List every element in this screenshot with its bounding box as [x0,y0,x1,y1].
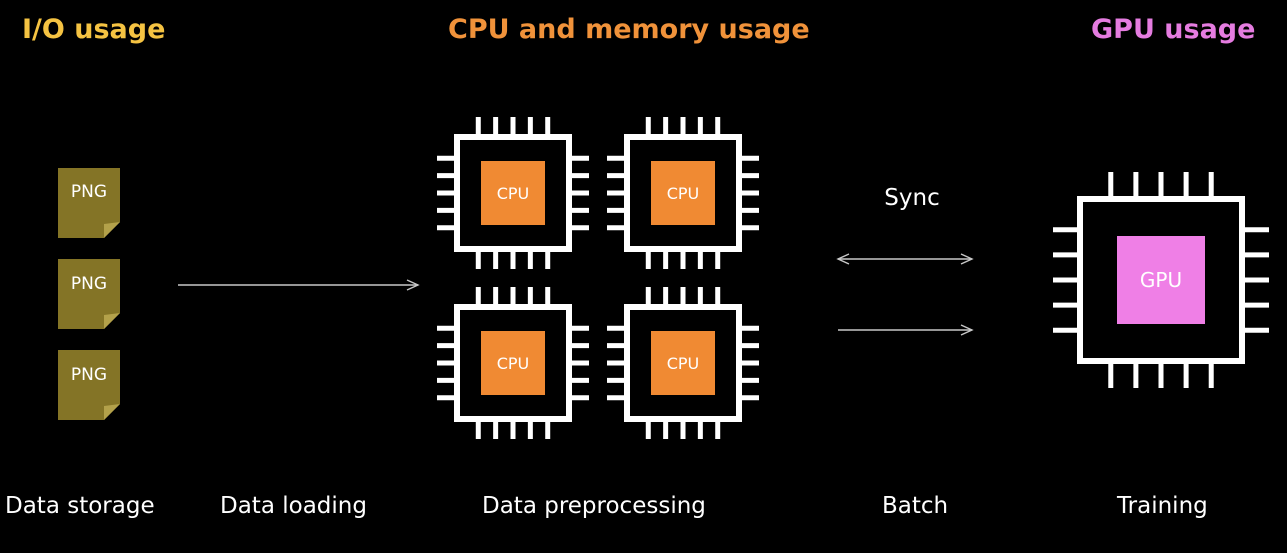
png-file-icon: PNG [58,350,120,420]
chip-label: GPU [1140,268,1182,292]
cpu-grid: CPU CPU CPU CPU [437,117,759,439]
cpu-chip-icon: CPU [607,117,759,269]
cpu-chip-core [481,331,545,395]
stage-data-preprocessing: Data preprocessing [482,493,706,519]
cpu-chip-icon: CPU [607,287,759,439]
gpu-chip-icon: GPU [1053,172,1269,388]
stage-data-storage: Data storage [5,493,155,519]
sync-label: Sync [884,185,939,211]
stage-training: Training [1117,493,1208,519]
png-files: PNG PNG PNG [58,168,120,420]
png-file-icon: PNG [58,259,120,329]
cpu-chip-core [651,161,715,225]
chip-label: CPU [667,354,700,373]
chip-label: CPU [667,184,700,203]
cpu-chip-icon: CPU [437,287,589,439]
png-file-label: PNG [71,182,107,202]
cpu-chip-core [481,161,545,225]
cpu-chip-core [651,331,715,395]
gpu-chip-icon: GPU [1053,172,1269,388]
chip-label: CPU [497,354,530,373]
cpu-chip-icon: CPU [437,117,589,269]
stage-batch: Batch [882,493,949,519]
chip-label: CPU [497,184,530,203]
stage-data-loading: Data loading [220,493,367,519]
png-file-icon: PNG [58,168,120,238]
io-usage-heading: I/O usage [22,14,166,45]
gpu-usage-heading: GPU usage [1091,14,1256,45]
png-file-label: PNG [71,274,107,294]
cpu-memory-usage-heading: CPU and memory usage [448,14,810,45]
gpu-chip-core [1117,236,1205,324]
png-file-label: PNG [71,365,107,385]
